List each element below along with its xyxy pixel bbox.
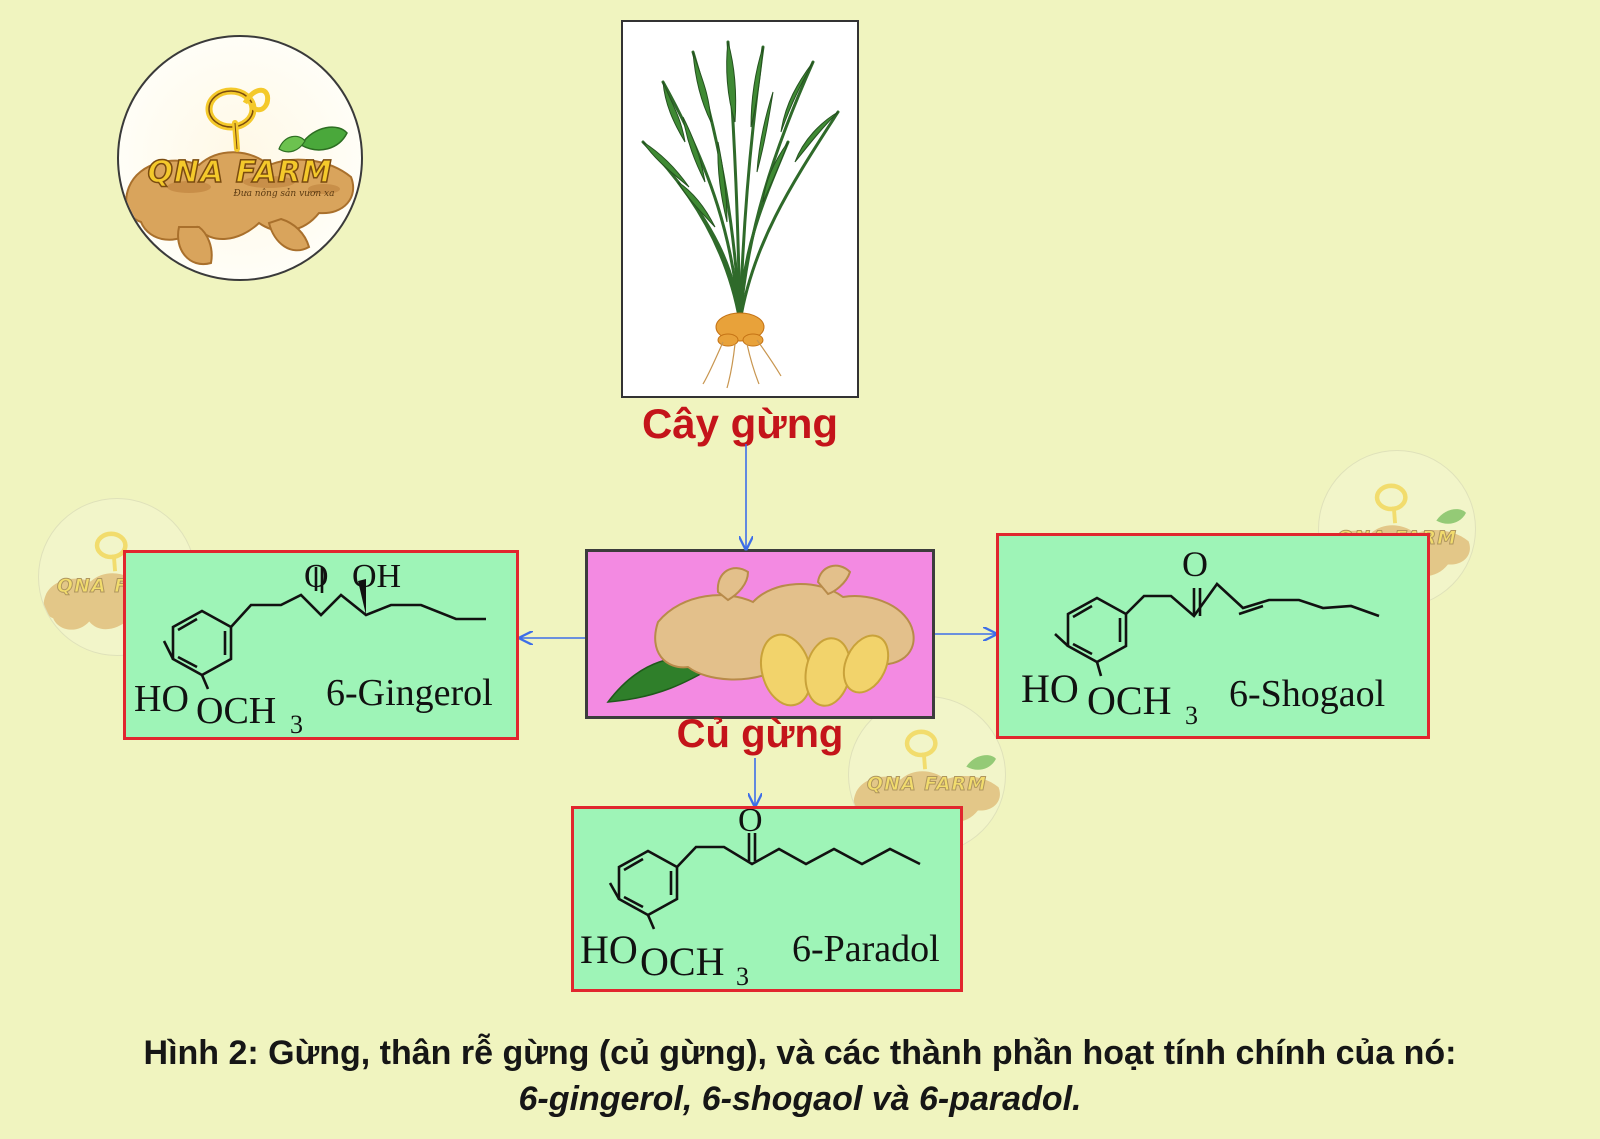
gingerol-structure: O OH HO OCH 3 6-Gingerol [134,558,493,739]
ginger-root-image [585,549,935,719]
paradol-carbonyl-label: O [738,809,763,839]
compound-shogaol: O HO OCH 3 6-Shogaol [996,533,1430,739]
plant-label: Cây gừng [641,400,839,447]
figure-caption-line1: Hình 2: Gừng, thân rễ gừng (củ gừng), và… [143,1034,1457,1072]
shogaol-subscript: 3 [1185,701,1198,730]
paradol-name: 6-Paradol [792,928,940,970]
shogaol-structure: O HO OCH 3 6-Shogaol [1021,544,1385,730]
qna-emblem-icon [205,87,271,152]
logo-brand-text: QNA FARM [147,154,333,191]
shogaol-ho-label: HO [1021,666,1079,711]
shogaol-och-label: OCH [1087,678,1171,723]
figure-caption-line2: 6-gingerol, 6-shogaol và 6-paradol. [518,1080,1082,1118]
gingerol-ho-label: HO [134,678,189,720]
paradol-ho-label: HO [580,927,638,972]
gingerol-subscript: 3 [290,710,303,737]
shogaol-carbonyl-label: O [1182,544,1208,584]
logo-tagline: Đưa nông sản vươn xa [233,189,335,199]
gingerol-name: 6-Gingerol [326,672,493,714]
ginger-logo-art [125,87,355,266]
gingerol-carbonyl-label: O [304,558,329,595]
shogaol-name: 6-Shogaol [1229,673,1385,715]
compound-paradol: O HO OCH 3 6-Paradol [571,802,963,992]
gingerol-och-label: OCH [196,690,276,732]
qna-farm-logo: QNA FARM Đưa nông sản vươn xa [117,35,363,281]
gingerol-hydroxyl-label: OH [352,558,401,595]
paradol-structure: O HO OCH 3 6-Paradol [580,802,940,991]
paradol-subscript: 3 [736,962,749,989]
compound-gingerol: O OH HO OCH 3 6-Gingerol [123,550,519,740]
root-label: Củ gừng [676,712,844,756]
paradol-och-label: OCH [640,939,724,984]
ginger-plant-icon [641,40,840,389]
ginger-root-icon [606,564,915,707]
ginger-plant-image [621,20,859,398]
leaf-icon [299,126,348,151]
watermark-brand-text: QNA FARM [866,773,988,796]
